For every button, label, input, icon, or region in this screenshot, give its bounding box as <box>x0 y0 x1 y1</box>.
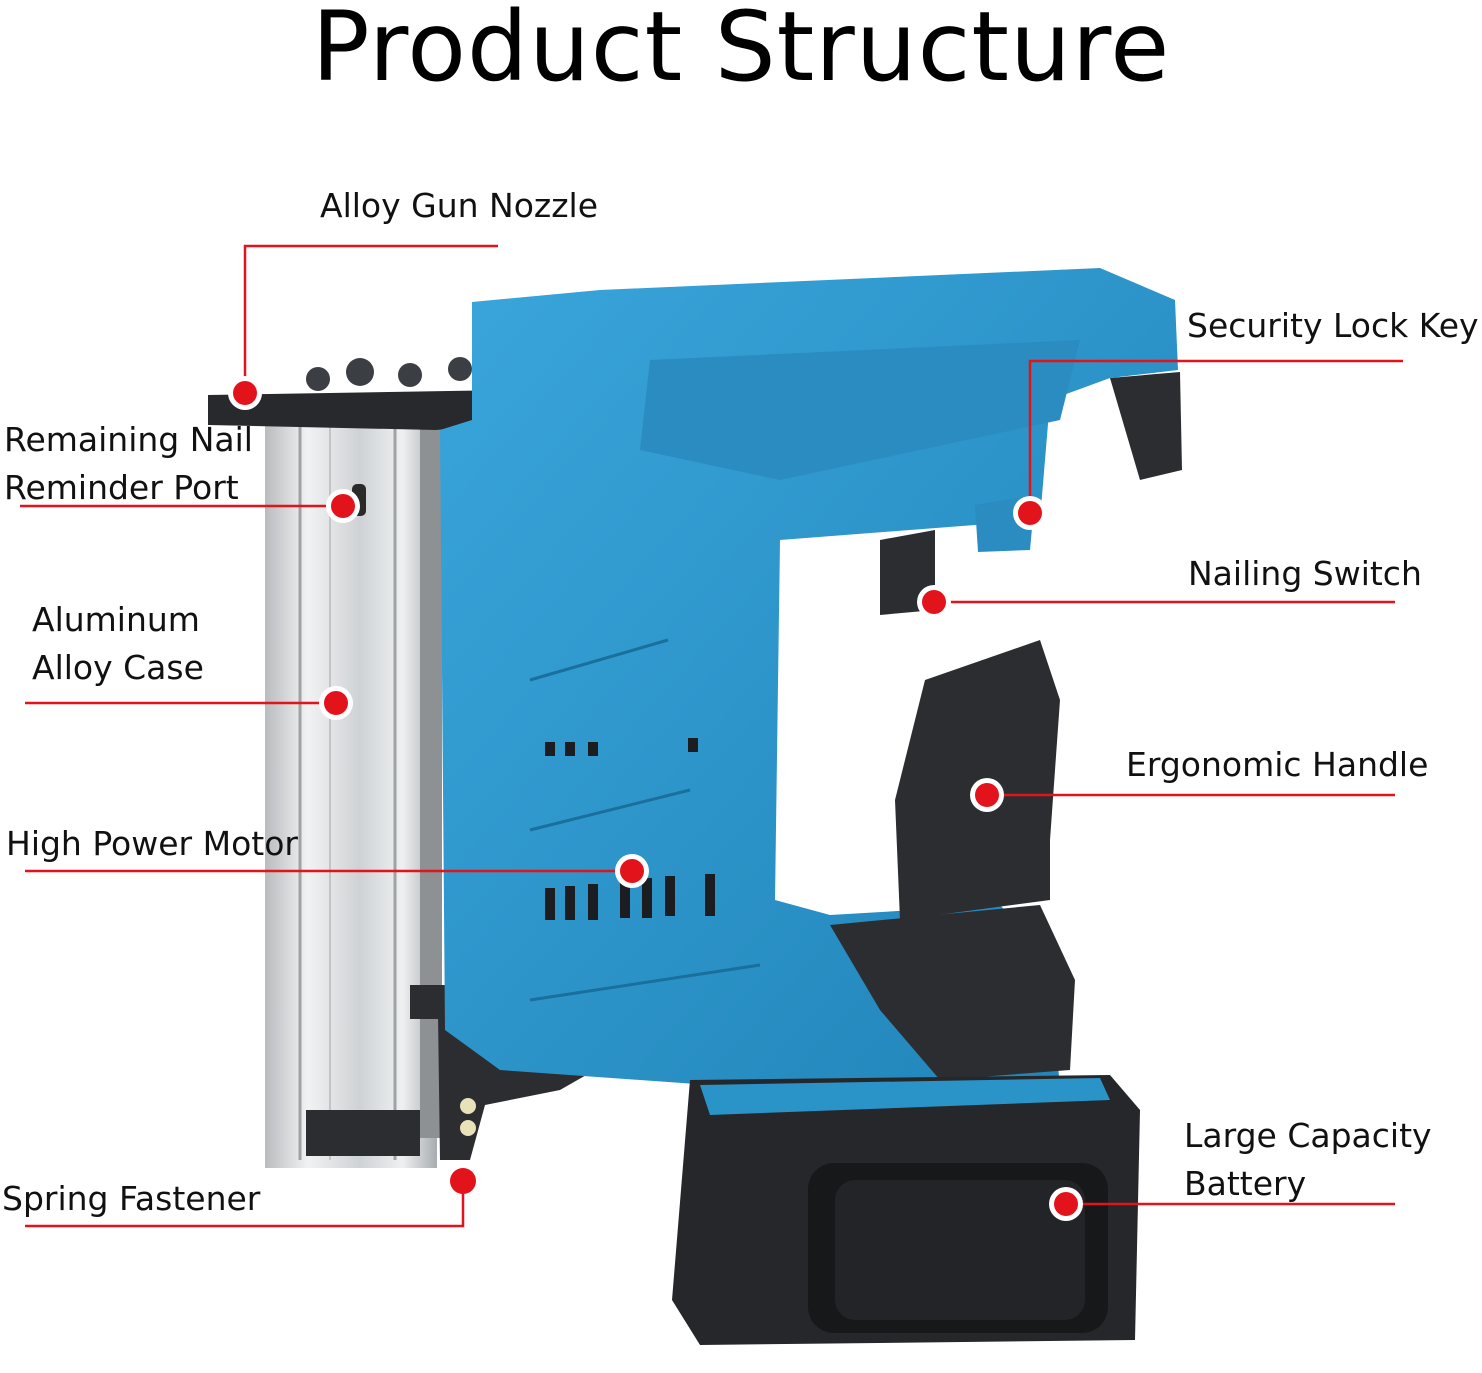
alloy-gun-nozzle-shape <box>208 357 520 430</box>
label-nailing-switch: Nailing Switch <box>1188 554 1422 593</box>
label-aluminum-case-line1: Aluminum <box>32 600 200 639</box>
dot-spring-fastener <box>450 1168 476 1194</box>
dot-nailing-switch <box>917 585 951 619</box>
dot-remaining-nail <box>326 489 360 523</box>
label-ergonomic-handle: Ergonomic Handle <box>1126 745 1429 784</box>
dot-security-lock-key <box>1013 496 1047 530</box>
label-battery-line2: Battery <box>1184 1164 1307 1203</box>
leader-security-lock-key <box>1028 359 1403 513</box>
label-spring-fastener: Spring Fastener <box>2 1179 261 1218</box>
dot-aluminum-case <box>319 686 353 720</box>
label-aluminum-case-line2: Alloy Case <box>32 648 204 687</box>
leader-spring-fastener <box>25 1181 465 1228</box>
callout-dots <box>228 376 1083 1221</box>
label-remaining-nail-line2: Reminder Port <box>4 468 239 507</box>
dot-high-power-motor <box>615 854 649 888</box>
battery-shape <box>672 1075 1140 1345</box>
label-remaining-nail-line1: Remaining Nail <box>4 420 253 459</box>
leader-alloy-gun-nozzle <box>243 244 498 393</box>
label-high-power-motor: High Power Motor <box>6 824 298 863</box>
dot-ergonomic-handle <box>970 778 1004 812</box>
dot-alloy-gun-nozzle <box>228 376 262 410</box>
dot-battery <box>1049 1187 1083 1221</box>
blue-housing-shape <box>440 268 1178 1100</box>
label-alloy-gun-nozzle: Alloy Gun Nozzle <box>320 186 599 225</box>
label-security-lock-key: Security Lock Key <box>1187 306 1479 345</box>
ergonomic-handle-shape <box>830 372 1182 1080</box>
leader-lines <box>20 244 1403 1228</box>
page-title: Product Structure <box>311 0 1171 103</box>
aluminum-alloy-case-shape <box>265 418 442 1168</box>
label-battery-line1: Large Capacity <box>1184 1116 1432 1155</box>
